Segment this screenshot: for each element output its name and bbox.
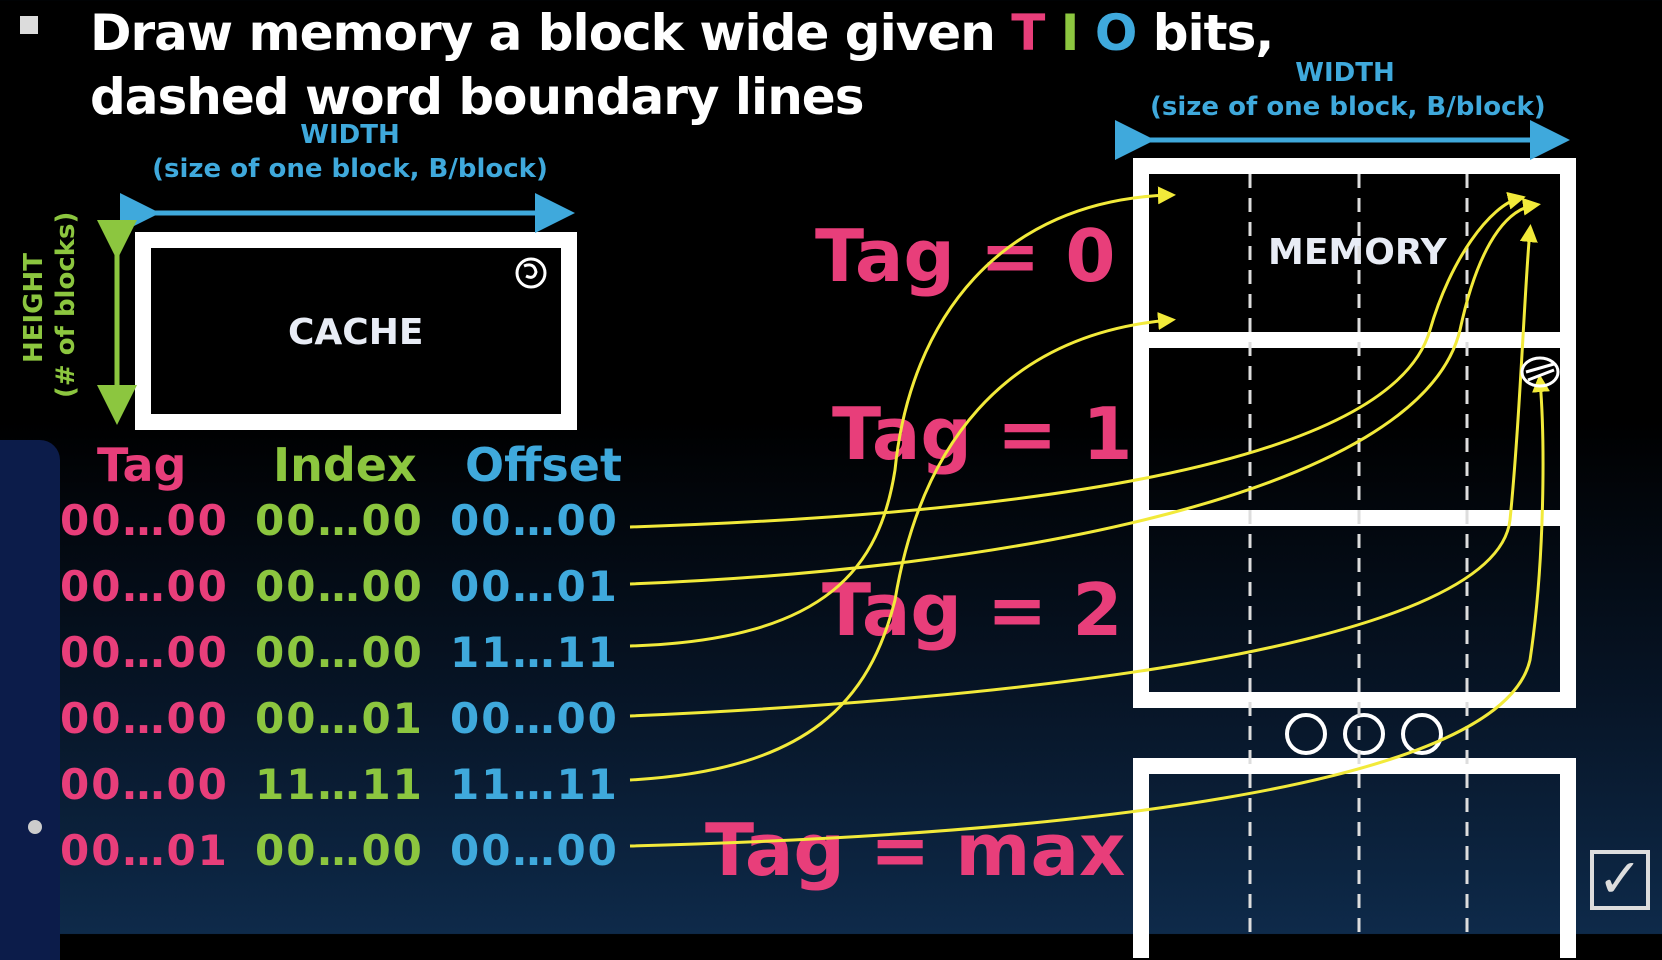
row-index: 00…00 — [255, 562, 424, 611]
memory-width-label: WIDTH (size of one block, B/block) — [1150, 58, 1546, 122]
row-offset: 11…11 — [450, 628, 619, 677]
ellipsis-dot — [1343, 713, 1385, 755]
column-header-offset: Offset — [465, 438, 622, 492]
mapping-arrow — [629, 197, 1541, 586]
mapping-arrow — [629, 224, 1538, 718]
memory-block-divider — [1149, 510, 1560, 526]
row-index: 11…11 — [255, 760, 424, 809]
memory-box — [1133, 158, 1576, 708]
row-offset: 00…00 — [450, 496, 619, 545]
row-index: 00…00 — [255, 826, 424, 875]
tag-label-0: Tag = 0 — [815, 214, 1116, 298]
cache-width-subtitle: (size of one block, B/block) — [152, 154, 548, 184]
row-index: 00…01 — [255, 694, 424, 743]
memory-label: MEMORY — [1268, 232, 1447, 273]
ellipsis-dot — [1401, 713, 1443, 755]
cache-box — [135, 232, 577, 430]
row-tag: 00…00 — [60, 628, 229, 677]
square-bullet-icon — [20, 16, 38, 34]
memory-width-subtitle: (size of one block, B/block) — [1150, 92, 1546, 122]
scribble-marks — [515, 257, 1560, 388]
cache-label: CACHE — [288, 312, 424, 353]
title-o: O — [1094, 4, 1138, 62]
column-header-tag: Tag — [97, 438, 187, 492]
mapping-arrow — [629, 374, 1550, 848]
shirt-logo — [28, 820, 42, 834]
cache-width-title: WIDTH — [300, 120, 400, 150]
row-tag: 00…00 — [60, 496, 229, 545]
mapping-arrow — [629, 186, 1176, 648]
ellipsis-circles — [1285, 713, 1459, 759]
row-index: 00…00 — [255, 496, 424, 545]
diagram-overlay — [97, 120, 1570, 934]
row-offset: 00…01 — [450, 562, 619, 611]
memory-box-last — [1133, 758, 1576, 958]
mapping-arrow — [629, 191, 1526, 529]
row-tag: 00…00 — [60, 694, 229, 743]
row-tag: 00…01 — [60, 826, 229, 875]
row-index: 00…00 — [255, 628, 424, 677]
tag-label-2: Tag = 2 — [822, 568, 1123, 652]
checkbox-checked-icon[interactable]: ✓ — [1590, 850, 1650, 910]
row-offset: 00…00 — [450, 826, 619, 875]
row-offset: 11…11 — [450, 760, 619, 809]
row-tag: 00…00 — [60, 562, 229, 611]
title-suffix: bits, — [1152, 4, 1275, 62]
slide-title-line1: Draw memory a block wide given T I O bit… — [90, 4, 1275, 62]
mapping-arrow — [629, 312, 1176, 782]
memory-width-title: WIDTH — [1295, 58, 1395, 88]
slide-title-line2: dashed word boundary lines — [90, 68, 864, 126]
title-t: T — [1011, 4, 1045, 62]
row-offset: 00…00 — [450, 694, 619, 743]
ellipsis-dot — [1285, 713, 1327, 755]
title-i: I — [1060, 4, 1080, 62]
presenter-figure — [0, 440, 60, 960]
row-tag: 00…00 — [60, 760, 229, 809]
title-prefix: Draw memory a block wide given — [90, 4, 996, 62]
cache-width-label: WIDTH (size of one block, B/block) — [150, 120, 550, 184]
column-header-index: Index — [273, 438, 417, 492]
